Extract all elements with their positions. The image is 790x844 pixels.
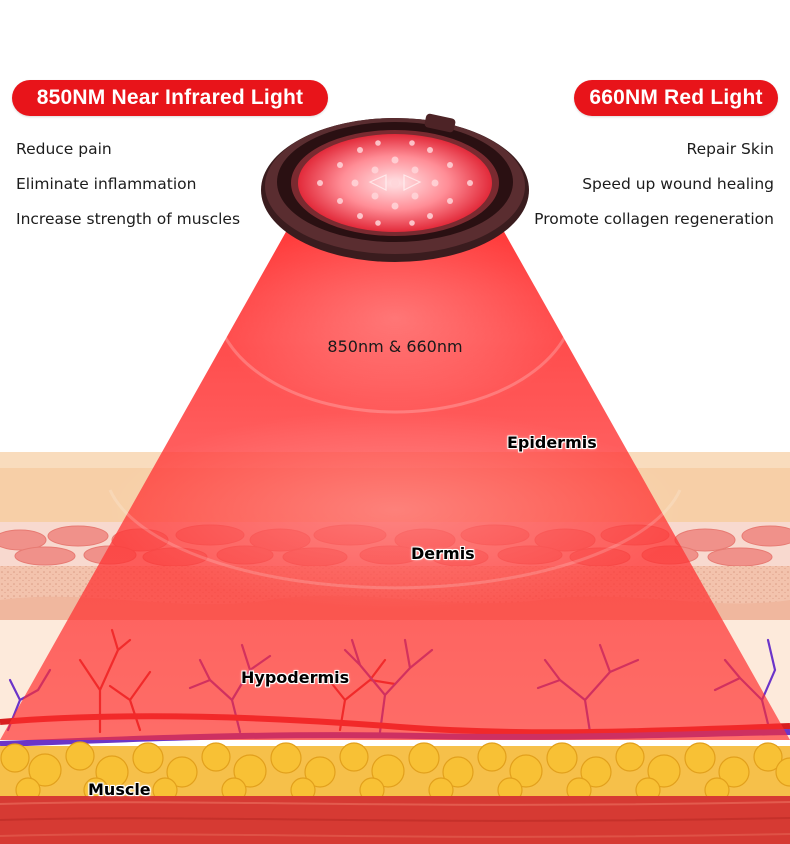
red-660nm-title: 660NM Red Light bbox=[574, 80, 778, 116]
hypodermis-label: Hypodermis bbox=[241, 668, 350, 687]
muscle-label: Muscle bbox=[88, 780, 151, 799]
dermis-label: Dermis bbox=[411, 544, 475, 563]
red-benefit-item: Speed up wound healing bbox=[582, 175, 774, 193]
nir-benefit-item: Increase strength of muscles bbox=[16, 210, 241, 228]
red-benefit-item: Promote collagen regeneration bbox=[534, 210, 774, 228]
nir-benefit-item: Eliminate inflammation bbox=[16, 175, 197, 193]
wavelength-label: 850nm & 660nm bbox=[327, 337, 463, 356]
beam-halo-upper bbox=[215, 218, 575, 418]
led-panel-device-icon bbox=[261, 113, 529, 262]
nir-850nm-title: 850NM Near Infrared Light bbox=[12, 80, 328, 116]
red-benefit-item: Repair Skin bbox=[686, 140, 775, 158]
epidermis-label: Epidermis bbox=[507, 433, 597, 452]
beam-halo-lower bbox=[105, 410, 685, 610]
nir-benefit-item: Reduce pain bbox=[16, 140, 112, 158]
